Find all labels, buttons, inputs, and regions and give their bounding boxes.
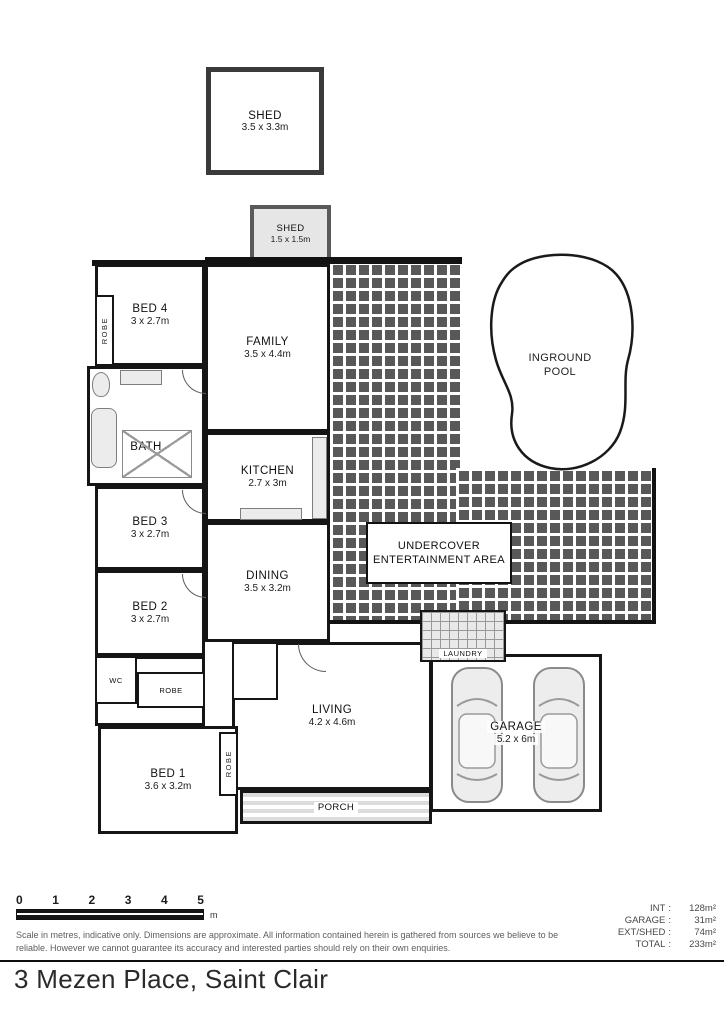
room-bed2: BED 2 3 x 2.7m xyxy=(95,570,205,656)
room-label: ROBE xyxy=(224,750,233,778)
scale-tick: 5 xyxy=(197,893,204,907)
scale-tick: 0 xyxy=(16,893,23,907)
robe-closet: ROBE xyxy=(137,672,205,708)
room-label: DINING xyxy=(246,570,289,582)
room-dims: 3.6 x 3.2m xyxy=(144,781,192,792)
area-separator: : xyxy=(668,915,671,926)
divider-line xyxy=(0,960,724,962)
room-label: KITCHEN xyxy=(240,465,295,477)
shower-icon xyxy=(122,430,192,478)
room-label: LAUNDRY xyxy=(439,649,487,658)
area-label: EXT/SHED xyxy=(617,927,666,938)
pantry-closet xyxy=(232,642,278,700)
room-label: ROBE xyxy=(159,685,183,695)
area-label: GARAGE xyxy=(624,915,666,926)
area-row: INT : 128m² xyxy=(650,903,716,914)
area-separator: : xyxy=(668,903,671,914)
scale-tick: 4 xyxy=(161,893,168,907)
vanity-icon xyxy=(120,370,162,385)
room-label: GARAGE xyxy=(487,721,545,733)
room-bed1: BED 1 3.6 x 3.2m xyxy=(98,726,238,834)
kitchen-bench-icon xyxy=(312,437,327,519)
area-value: 74m² xyxy=(694,927,716,938)
room-dims: 3 x 2.7m xyxy=(130,614,170,625)
scale-bar: 0 1 2 3 4 5 m xyxy=(16,893,226,920)
room-dining: DINING 3.5 x 3.2m xyxy=(205,522,330,642)
wall xyxy=(652,468,656,624)
area-row: GARAGE : 31m² xyxy=(625,915,716,926)
property-title: 3 Mezen Place, Saint Clair xyxy=(14,964,329,994)
room-garage: GARAGE 5.2 x 6m xyxy=(430,654,602,812)
area-row: TOTAL : 233m² xyxy=(636,939,716,950)
room-label: BED 3 xyxy=(132,516,168,528)
room-dims: 3 x 2.7m xyxy=(130,316,170,327)
area-value: 128m² xyxy=(689,903,716,914)
room-dims: 2.7 x 3m xyxy=(248,478,287,489)
room-label: WC xyxy=(109,675,123,685)
pool-outline: INGROUND POOL xyxy=(478,248,642,482)
wall xyxy=(205,257,462,264)
room-label: FAMILY xyxy=(246,336,289,348)
room-label: LIVING xyxy=(311,704,353,716)
pool-shape xyxy=(489,253,634,471)
kitchen-bench-icon xyxy=(240,508,302,520)
area-row: EXT/SHED : 74m² xyxy=(618,927,716,938)
disclaimer-text: Scale in metres, indicative only. Dimens… xyxy=(16,930,559,953)
car-icon xyxy=(533,667,585,803)
area-value: 233m² xyxy=(689,939,716,950)
area-separator: : xyxy=(668,927,671,938)
scale-ticks: 0 1 2 3 4 5 xyxy=(16,893,204,907)
scale-tick: 3 xyxy=(124,893,132,907)
area-separator: : xyxy=(668,939,671,950)
room-dims: 5.2 x 6m xyxy=(493,734,539,745)
room-wc: WC xyxy=(95,656,137,704)
room-dims: 1.5 x 1.5m xyxy=(270,234,311,244)
bathtub-icon xyxy=(91,408,117,468)
toilet-icon xyxy=(92,372,110,397)
scale-tick: 1 xyxy=(52,893,59,907)
room-bed3: BED 3 3 x 2.7m xyxy=(95,486,205,570)
scale-tick: 2 xyxy=(88,893,96,907)
room-label: BED 2 xyxy=(132,601,168,613)
shed-small: SHED 1.5 x 1.5m xyxy=(250,205,331,262)
paving-area xyxy=(330,262,460,624)
room-porch: PORCH xyxy=(240,790,432,824)
room-dims: 3.5 x 3.3m xyxy=(241,121,289,133)
room-family: FAMILY 3.5 x 4.4m xyxy=(205,264,330,432)
room-dims: 3.5 x 4.4m xyxy=(244,349,291,360)
area-label: TOTAL xyxy=(635,939,666,950)
shed-large: SHED 3.5 x 3.3m xyxy=(206,67,324,175)
room-pool: INGROUND POOL xyxy=(528,351,592,378)
car-icon xyxy=(451,667,503,803)
wall xyxy=(92,260,208,266)
area-summary: INT : 128m² GARAGE : 31m² EXT/SHED : 74m… xyxy=(618,903,716,950)
room-label: PORCH xyxy=(313,801,359,813)
scale-unit: m xyxy=(210,910,218,920)
room-laundry: LAUNDRY xyxy=(420,610,506,662)
undercover-area-label: UNDERCOVER ENTERTAINMENT AREA xyxy=(366,522,512,584)
room-label: SHED xyxy=(248,109,282,122)
robe-closet: ROBE xyxy=(95,295,114,366)
room-label: BED 1 xyxy=(150,768,186,780)
room-dims: 3.5 x 3.2m xyxy=(244,583,291,594)
room-dims: 4.2 x 4.6m xyxy=(308,717,356,728)
room-label: ROBE xyxy=(100,316,109,345)
scale-bar-rule xyxy=(16,909,204,920)
room-kitchen: KITCHEN 2.7 x 3m xyxy=(205,432,330,522)
room-label: SHED xyxy=(276,223,305,234)
room-dims: 3 x 2.7m xyxy=(130,529,170,540)
area-value: 31m² xyxy=(694,915,716,926)
area-label: INT xyxy=(650,903,666,914)
room-label: BED 4 xyxy=(132,303,168,315)
robe-closet: ROBE xyxy=(219,732,238,796)
